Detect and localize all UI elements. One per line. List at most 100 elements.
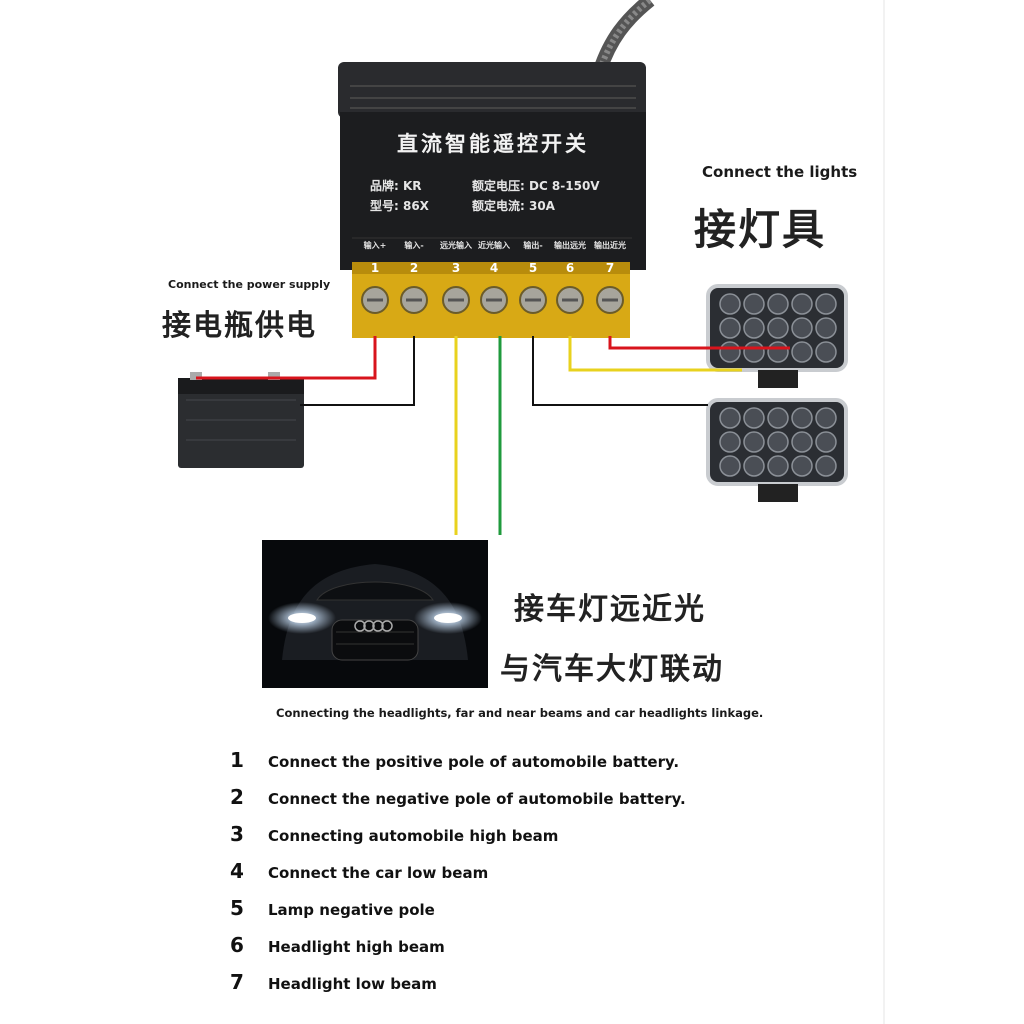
device-body bbox=[340, 112, 646, 270]
terminal-number: 5 bbox=[528, 261, 538, 275]
legend-text: Lamp negative pole bbox=[268, 901, 435, 919]
led-cell bbox=[743, 455, 765, 477]
terminal-block-top bbox=[352, 262, 630, 274]
led-cell bbox=[767, 341, 789, 363]
terminal-label: 输出近光 bbox=[594, 241, 626, 250]
work-light-bottom bbox=[706, 398, 848, 502]
legend-text: Connect the positive pole of automobile … bbox=[268, 753, 680, 771]
terminal-number: 6 bbox=[565, 261, 575, 275]
led-cell bbox=[815, 407, 837, 429]
wire-lamp-high-beam bbox=[568, 336, 742, 372]
terminal-block bbox=[352, 262, 630, 338]
legend-text: Connect the negative pole of automobile … bbox=[268, 790, 686, 808]
device-title: 直流智能遥控开关 bbox=[397, 132, 589, 156]
power-label-cn: 接电瓶供电 bbox=[162, 308, 318, 342]
terminal-number: 1 bbox=[370, 261, 380, 275]
legend-item: 6 Headlight high beam bbox=[230, 933, 445, 957]
work-light-top bbox=[706, 284, 848, 388]
led-cell bbox=[815, 341, 837, 363]
legend-item: 4 Connect the car low beam bbox=[230, 859, 488, 883]
terminal-number: 7 bbox=[605, 261, 615, 275]
legend-text: Connect the car low beam bbox=[268, 864, 489, 882]
remote-switch-device bbox=[338, 62, 646, 270]
led-cell bbox=[791, 293, 813, 315]
legend-item: 2 Connect the negative pole of automobil… bbox=[230, 785, 686, 809]
device-cable-ribbing bbox=[597, 0, 652, 71]
led-cell bbox=[743, 407, 765, 429]
led-cell bbox=[815, 431, 837, 453]
work-light-mount bbox=[758, 370, 798, 388]
wire-lamp-negative bbox=[532, 336, 708, 406]
car-body bbox=[282, 564, 468, 660]
legend-text: Headlight high beam bbox=[268, 938, 445, 956]
led-cell bbox=[719, 293, 741, 315]
wire-lamp-low-beam bbox=[608, 336, 790, 350]
legend-number: 3 bbox=[230, 822, 244, 846]
terminal-number: 2 bbox=[409, 261, 419, 275]
lights-label-en: Connect the lights bbox=[702, 163, 858, 181]
battery-lid bbox=[178, 378, 304, 394]
device-top-cap bbox=[338, 62, 646, 118]
led-cell bbox=[719, 407, 741, 429]
led-cell bbox=[815, 293, 837, 315]
device-rated-voltage: 额定电压: DC 8-150V bbox=[472, 179, 600, 193]
legend-number: 7 bbox=[230, 970, 244, 994]
car-logo bbox=[354, 620, 393, 632]
terminal-label: 远光输入 bbox=[440, 241, 472, 250]
led-cell bbox=[743, 341, 765, 363]
right-headlight bbox=[434, 613, 462, 623]
led-cell bbox=[743, 293, 765, 315]
legend-text: Connecting automobile high beam bbox=[268, 827, 559, 845]
led-cell bbox=[815, 455, 837, 477]
terminal-label: 输出远光 bbox=[554, 241, 586, 250]
led-cell bbox=[791, 407, 813, 429]
led-cell bbox=[791, 341, 813, 363]
led-cell bbox=[719, 431, 741, 453]
work-light-mount bbox=[758, 484, 798, 502]
terminal-label: 近光输入 bbox=[478, 241, 510, 250]
terminal-label: 输出- bbox=[523, 241, 543, 250]
headlight-label-cn-2: 与汽车大灯联动 bbox=[500, 652, 724, 687]
headlight-label-en: Connecting the headlights, far and near … bbox=[276, 706, 764, 720]
led-cell bbox=[719, 317, 741, 339]
led-cell bbox=[791, 431, 813, 453]
left-headlight bbox=[288, 613, 316, 623]
legend-text: Headlight low beam bbox=[268, 975, 437, 993]
headlight-label-cn-1: 接车灯远近光 bbox=[514, 592, 706, 627]
device-brand: 品牌: KR bbox=[370, 179, 422, 193]
battery-terminal-positive bbox=[190, 372, 202, 380]
power-label-en: Connect the power supply bbox=[168, 278, 331, 291]
led-cell bbox=[719, 455, 741, 477]
legend-item: 5 Lamp negative pole bbox=[230, 896, 435, 920]
work-lights bbox=[706, 284, 848, 502]
car-front-illustration bbox=[268, 564, 482, 661]
battery-terminal-negative bbox=[268, 372, 280, 380]
legend-number: 5 bbox=[230, 896, 244, 920]
car-headlights-image bbox=[262, 540, 488, 688]
led-cell bbox=[743, 431, 765, 453]
car-battery bbox=[178, 372, 304, 468]
led-cell bbox=[719, 341, 741, 363]
led-cell bbox=[791, 455, 813, 477]
device-cable bbox=[593, 0, 655, 73]
legend-number: 4 bbox=[230, 859, 244, 883]
wire-battery-positive bbox=[196, 336, 377, 380]
wire-battery-negative bbox=[300, 336, 415, 406]
led-cell bbox=[767, 317, 789, 339]
terminal-label: 输入+ bbox=[363, 241, 387, 250]
led-cell bbox=[767, 455, 789, 477]
terminal-number: 3 bbox=[451, 261, 461, 275]
car-grille bbox=[331, 619, 419, 661]
legend-number: 2 bbox=[230, 785, 244, 809]
car-windshield bbox=[316, 581, 434, 601]
led-cell bbox=[767, 431, 789, 453]
led-cell bbox=[767, 407, 789, 429]
device-model: 型号: 86X bbox=[370, 199, 429, 213]
led-cell bbox=[791, 317, 813, 339]
lights-label-cn: 接灯具 bbox=[694, 205, 827, 254]
legend-item: 3 Connecting automobile high beam bbox=[230, 822, 558, 846]
legend-item: 1 Connect the positive pole of automobil… bbox=[230, 748, 679, 772]
battery-body bbox=[178, 390, 304, 468]
device-rated-current: 额定电流: 30A bbox=[472, 199, 555, 213]
